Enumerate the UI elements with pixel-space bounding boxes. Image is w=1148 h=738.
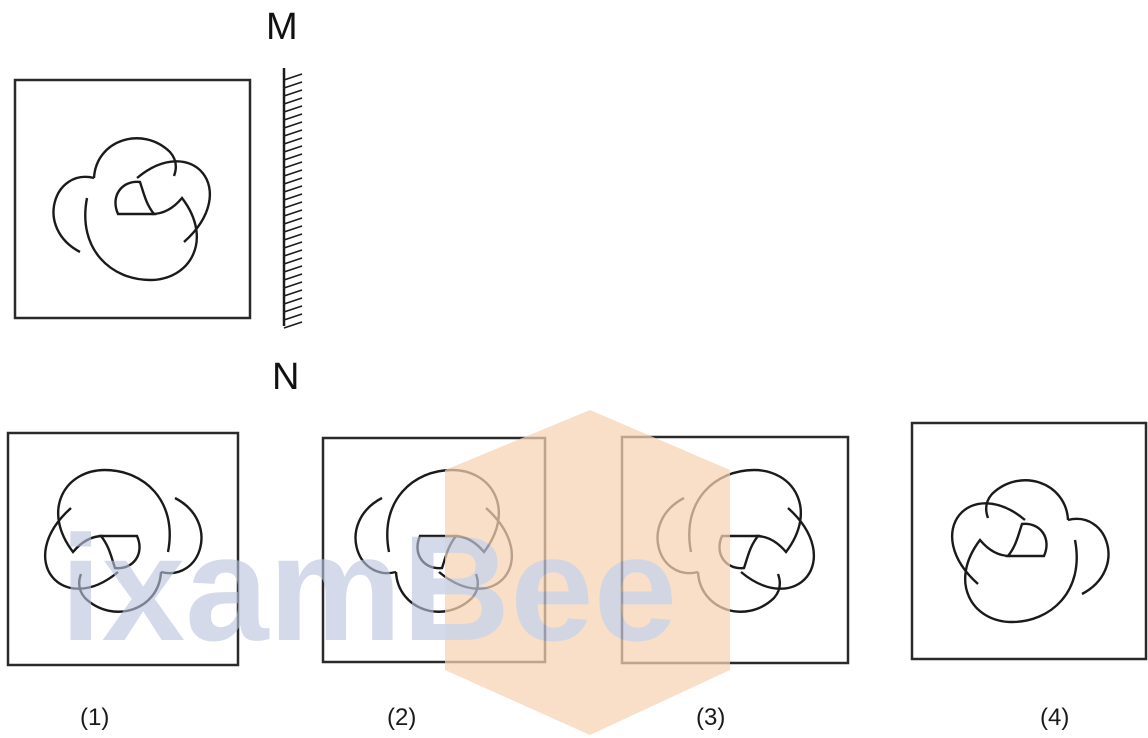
- mirror-line: [282, 68, 303, 329]
- mirror-hatch-line: [283, 201, 303, 209]
- mirror-hatch-line: [283, 89, 303, 97]
- mirror-hatch-line: [283, 297, 303, 305]
- option-4: [910, 421, 1148, 661]
- watermark-text: ixamBee: [60, 504, 677, 672]
- mirror-hatch-line: [283, 137, 303, 145]
- mirror-hatch-line: [283, 273, 303, 281]
- mirror-hatch-line: [283, 241, 303, 249]
- mirror-hatch-line: [283, 233, 303, 241]
- mirror-hatch-line: [283, 73, 303, 81]
- option-4-frame: [910, 421, 1148, 661]
- option-1-label: (1): [80, 704, 110, 731]
- mirror-hatch-line: [283, 169, 303, 177]
- mirror-hatch-line: [283, 257, 303, 265]
- mirror-hatch-line: [283, 153, 303, 161]
- mirror-hatch-line: [283, 193, 303, 201]
- question-frame: [13, 78, 252, 320]
- mirror-hatch-line: [283, 321, 303, 329]
- mirror-hatch-line: [283, 265, 303, 273]
- mirror-hatch-line: [283, 185, 303, 193]
- mirror-hatch-line: [283, 217, 303, 225]
- mirror-hatch-line: [283, 177, 303, 185]
- option-4-flower-shape: [950, 479, 1110, 624]
- option-4-label: (4): [1040, 704, 1070, 731]
- option-3-label: (3): [696, 704, 726, 731]
- question-flower-shape: [52, 137, 212, 282]
- mirror-hatch-line: [283, 305, 303, 313]
- option-2-label: (2): [387, 704, 417, 731]
- mirror-hatch-line: [283, 289, 303, 297]
- watermark: ixamBee: [60, 410, 730, 735]
- option-1: [6, 431, 240, 667]
- mirror-hatch-line: [283, 121, 303, 129]
- mirror-hatch-line: [283, 161, 303, 169]
- mirror-hatch-line: [283, 105, 303, 113]
- question-figure: [13, 78, 252, 320]
- mirror-top-label: M: [266, 6, 298, 48]
- mirror-hatch-line: [283, 249, 303, 257]
- mirror-hatch-line: [283, 145, 303, 153]
- mirror-bottom-label: N: [272, 356, 300, 398]
- mirror-hatch-line: [283, 313, 303, 321]
- option-1-frame: [6, 431, 240, 667]
- mirror-hatch-line: [283, 281, 303, 289]
- mirror-hatch-line: [283, 81, 303, 89]
- mirror-hatch-line: [283, 97, 303, 105]
- mirror-hatch-line: [283, 209, 303, 217]
- mirror-hatch-line: [283, 113, 303, 121]
- mirror-hatch-line: [283, 225, 303, 233]
- watermark-hexagon: [445, 410, 730, 735]
- mirror-hatch-line: [283, 129, 303, 137]
